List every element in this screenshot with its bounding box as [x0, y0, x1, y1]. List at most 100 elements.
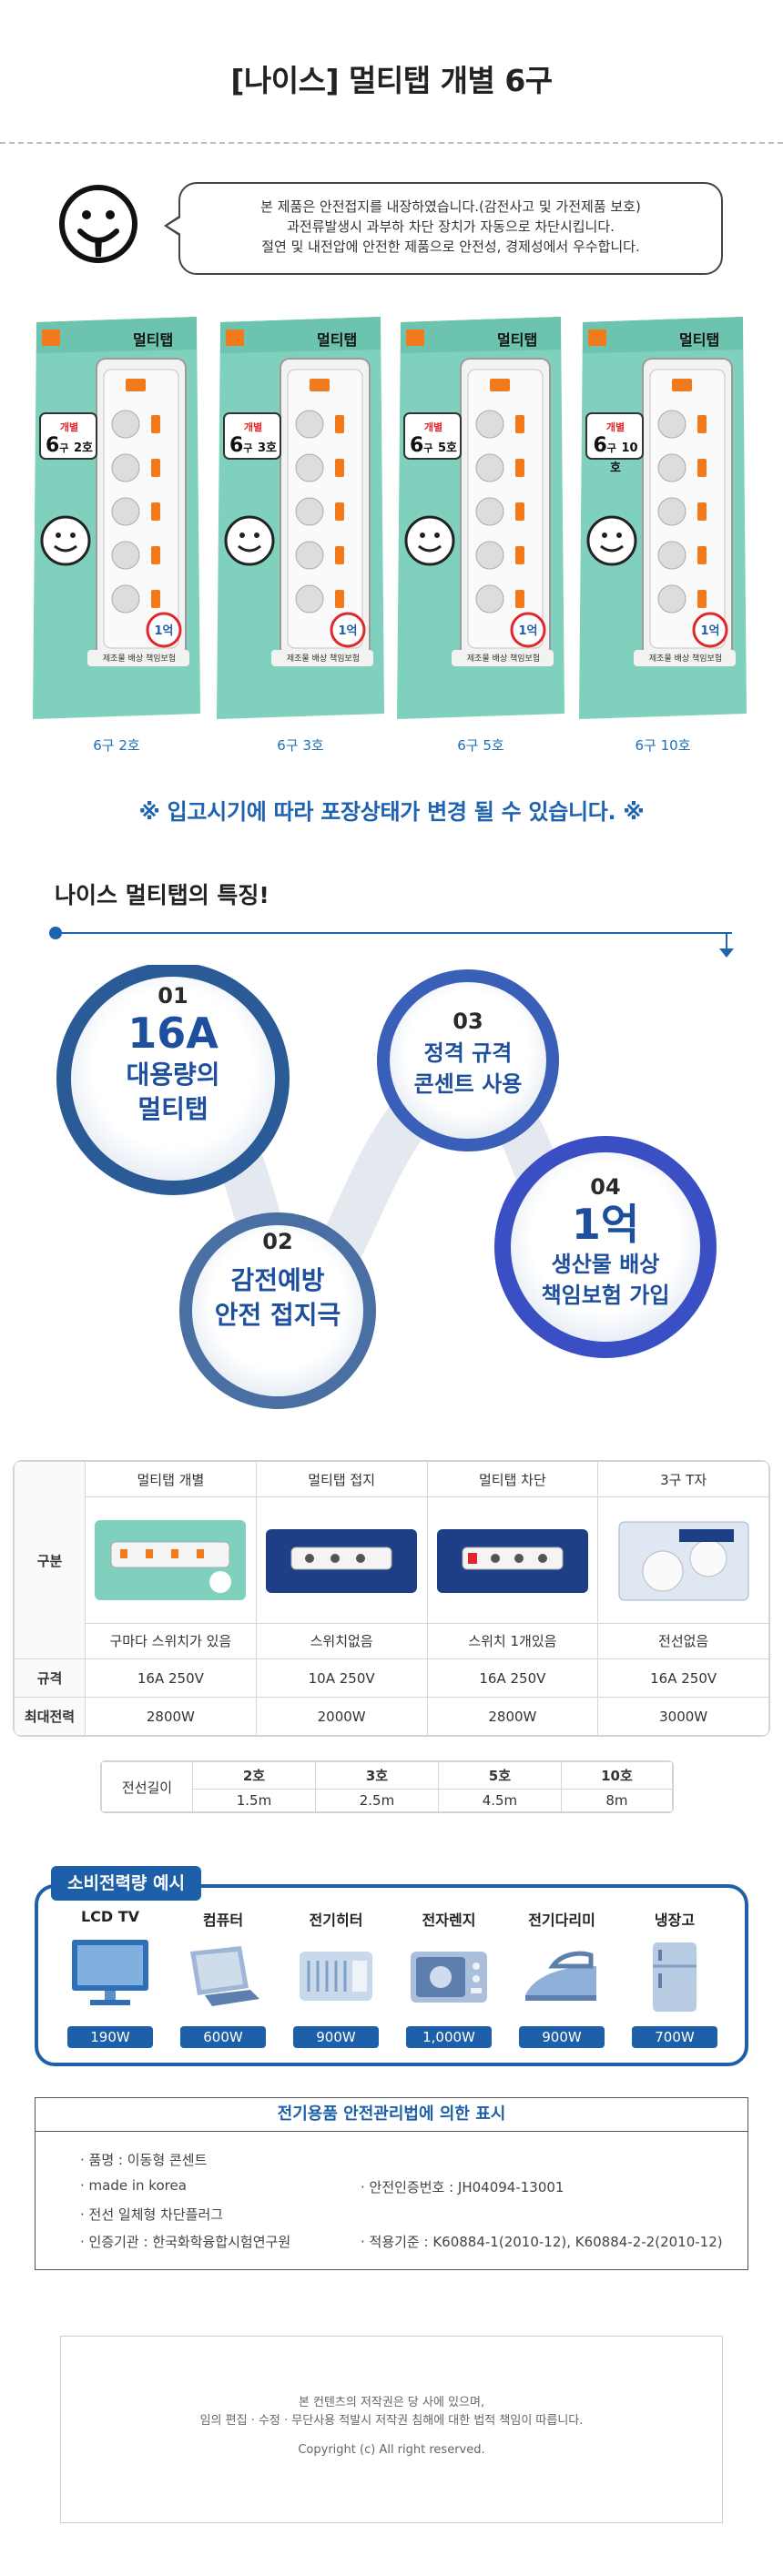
- safety-info-box: [35, 2097, 748, 2270]
- feature-line: 책임보험 가입: [541, 1283, 670, 1308]
- package-illustration: [579, 317, 747, 719]
- copyright-line: Copyright (c) All right reserved.: [298, 2443, 485, 2457]
- appliance-fridge: 냉장고: [625, 1908, 725, 2019]
- watt-badge: 700W: [632, 2026, 717, 2048]
- package-label: 6구 5호: [457, 737, 504, 754]
- feature-num: 02: [262, 1229, 293, 1254]
- power-examples-box: [35, 1884, 748, 2066]
- badge-unit: 구: [606, 442, 616, 454]
- multitap-ground-image: [266, 1529, 418, 1594]
- insurance-seal: 1억: [338, 624, 358, 638]
- cable-length: 2.5m: [314, 1788, 439, 1812]
- tv-icon: [72, 1940, 148, 2005]
- insurance-seal: 1억: [154, 624, 174, 638]
- row-header: 최대전력: [14, 1697, 86, 1736]
- copyright-box: [60, 2336, 723, 2523]
- insurance-text: 제조물 배상 책임보험: [648, 654, 723, 664]
- badge-kind: 개별: [605, 421, 625, 433]
- appliance-name: 냉장고: [654, 1912, 696, 1929]
- badge-unit: 구: [243, 442, 253, 454]
- feature-line: 정격 규격: [423, 1040, 513, 1066]
- divider: [55, 932, 732, 934]
- power-examples-title: 소비전력량 예시: [51, 1866, 201, 1901]
- badge-kind: 개별: [59, 421, 79, 433]
- watt-badge: 900W: [293, 2026, 379, 2048]
- spec-cell: 10A 250V: [255, 1658, 428, 1699]
- iron-icon: [525, 1951, 596, 2001]
- power-cell: 2800W: [426, 1697, 599, 1736]
- badge-count: 6: [45, 434, 60, 457]
- arrow-head: [719, 948, 734, 958]
- badge-unit: 구: [423, 442, 433, 454]
- badge-size: 2호: [74, 441, 94, 455]
- appliance-name: LCD TV: [80, 1908, 140, 1925]
- appliance-microwave: 전자렌지: [399, 1908, 499, 2019]
- line-dot: [49, 927, 62, 939]
- product-image-cell: [255, 1496, 428, 1624]
- package-badge: 개별 6구 2호: [42, 419, 97, 458]
- appliance-name: 컴퓨터: [202, 1912, 244, 1929]
- column-header: 멀티탭 접지: [255, 1461, 428, 1498]
- feature-highlight: 16A: [127, 1009, 219, 1058]
- cable-size: 3호: [314, 1761, 439, 1790]
- notice-line: 절연 및 내전압에 안전한 제품으로 안전성, 경제성에서 우수합니다.: [261, 238, 640, 255]
- feature-3: 03 정격 규격 콘센트 사용: [386, 1009, 550, 1100]
- row-header: 구분: [14, 1461, 86, 1660]
- watt-badge: 900W: [519, 2026, 605, 2048]
- insurance-seal: 1억: [700, 624, 720, 638]
- fridge-icon: [653, 1942, 697, 2012]
- features-title: 나이스 멀티탭의 특징!: [55, 882, 269, 908]
- badge-count: 6: [593, 434, 607, 457]
- package-label: 6구 10호: [635, 737, 691, 754]
- badge-size: 3호: [258, 441, 278, 455]
- appliance-name: 전자렌지: [422, 1912, 476, 1929]
- comparison-table: 구분 멀티탭 개별 멀티탭 접지 멀티탭 차단 3구 T자: [13, 1460, 770, 1737]
- row-header: 규격: [14, 1658, 86, 1699]
- insurance-text: 제조물 배상 책임보험: [286, 654, 361, 664]
- column-header: 3구 T자: [597, 1461, 769, 1498]
- appliance-name: 전기다리미: [528, 1912, 595, 1929]
- package-badge: 개별 6구 10호: [588, 419, 643, 478]
- feature-line: 안전 접지극: [214, 1300, 341, 1330]
- badge-kind: 개별: [243, 421, 263, 433]
- product-note: 스위치 1개있음: [426, 1622, 599, 1660]
- power-cell: 2000W: [255, 1697, 428, 1736]
- package-brand: 멀티탭: [317, 331, 358, 349]
- feature-line: 생산물 배상: [551, 1252, 660, 1277]
- badge-size: 5호: [438, 441, 458, 455]
- badge-size: 10호: [610, 441, 638, 475]
- package-illustration: [217, 317, 384, 719]
- safety-standard: · 적용기준 : K60884-1(2010-12), K60884-2-2(2…: [361, 2234, 723, 2250]
- product-note: 스위치없음: [255, 1622, 428, 1660]
- feature-2: 02 감전예방 안전 접지극: [196, 1229, 360, 1333]
- appliance-name: 전기히터: [309, 1912, 363, 1929]
- divider: [0, 142, 783, 144]
- spec-cell: 16A 250V: [597, 1658, 769, 1699]
- watt-badge: 600W: [180, 2026, 266, 2048]
- multitap-breaker-image: [436, 1529, 588, 1594]
- feature-4: 04 1억 생산물 배상 책임보험 가입: [514, 1174, 697, 1311]
- feature-line: 감전예방: [230, 1265, 325, 1295]
- package-image: [31, 313, 202, 723]
- multitap-individual-image: [95, 1520, 247, 1601]
- safety-agency: · 인증기관 : 한국화학융합시험연구원: [80, 2234, 291, 2250]
- copyright-line: 임의 편집 · 수정 · 무단사용 적발시 저작권 침해에 대한 법적 책임이 …: [199, 2414, 584, 2428]
- badge-unit: 구: [59, 442, 69, 454]
- feature-num: 01: [158, 983, 188, 1009]
- package-image: [395, 313, 566, 723]
- smiley-icon: [59, 185, 137, 263]
- notice-bubble: 본 제품은 안전접지를 내장하였습니다.(감전사고 및 가전제품 보호) 과전류…: [164, 182, 723, 275]
- spec-cell: 16A 250V: [85, 1658, 257, 1699]
- heater-icon: [300, 1952, 372, 2001]
- product-note: 구마다 스위치가 있음: [85, 1622, 257, 1660]
- appliance-iron: 전기다리미: [512, 1908, 612, 2019]
- appliance-computer: 컴퓨터: [173, 1908, 273, 2019]
- package-illustration: [397, 317, 564, 719]
- cable-size: 2호: [192, 1761, 316, 1790]
- product-image-cell: [597, 1496, 769, 1624]
- feature-line: 멀티탭: [137, 1094, 208, 1124]
- package-badge: 개별 6구 3호: [226, 419, 280, 458]
- power-cell: 2800W: [85, 1697, 257, 1736]
- column-header: 멀티탭 차단: [426, 1461, 599, 1498]
- appliance-heater: 전기히터: [286, 1908, 386, 2019]
